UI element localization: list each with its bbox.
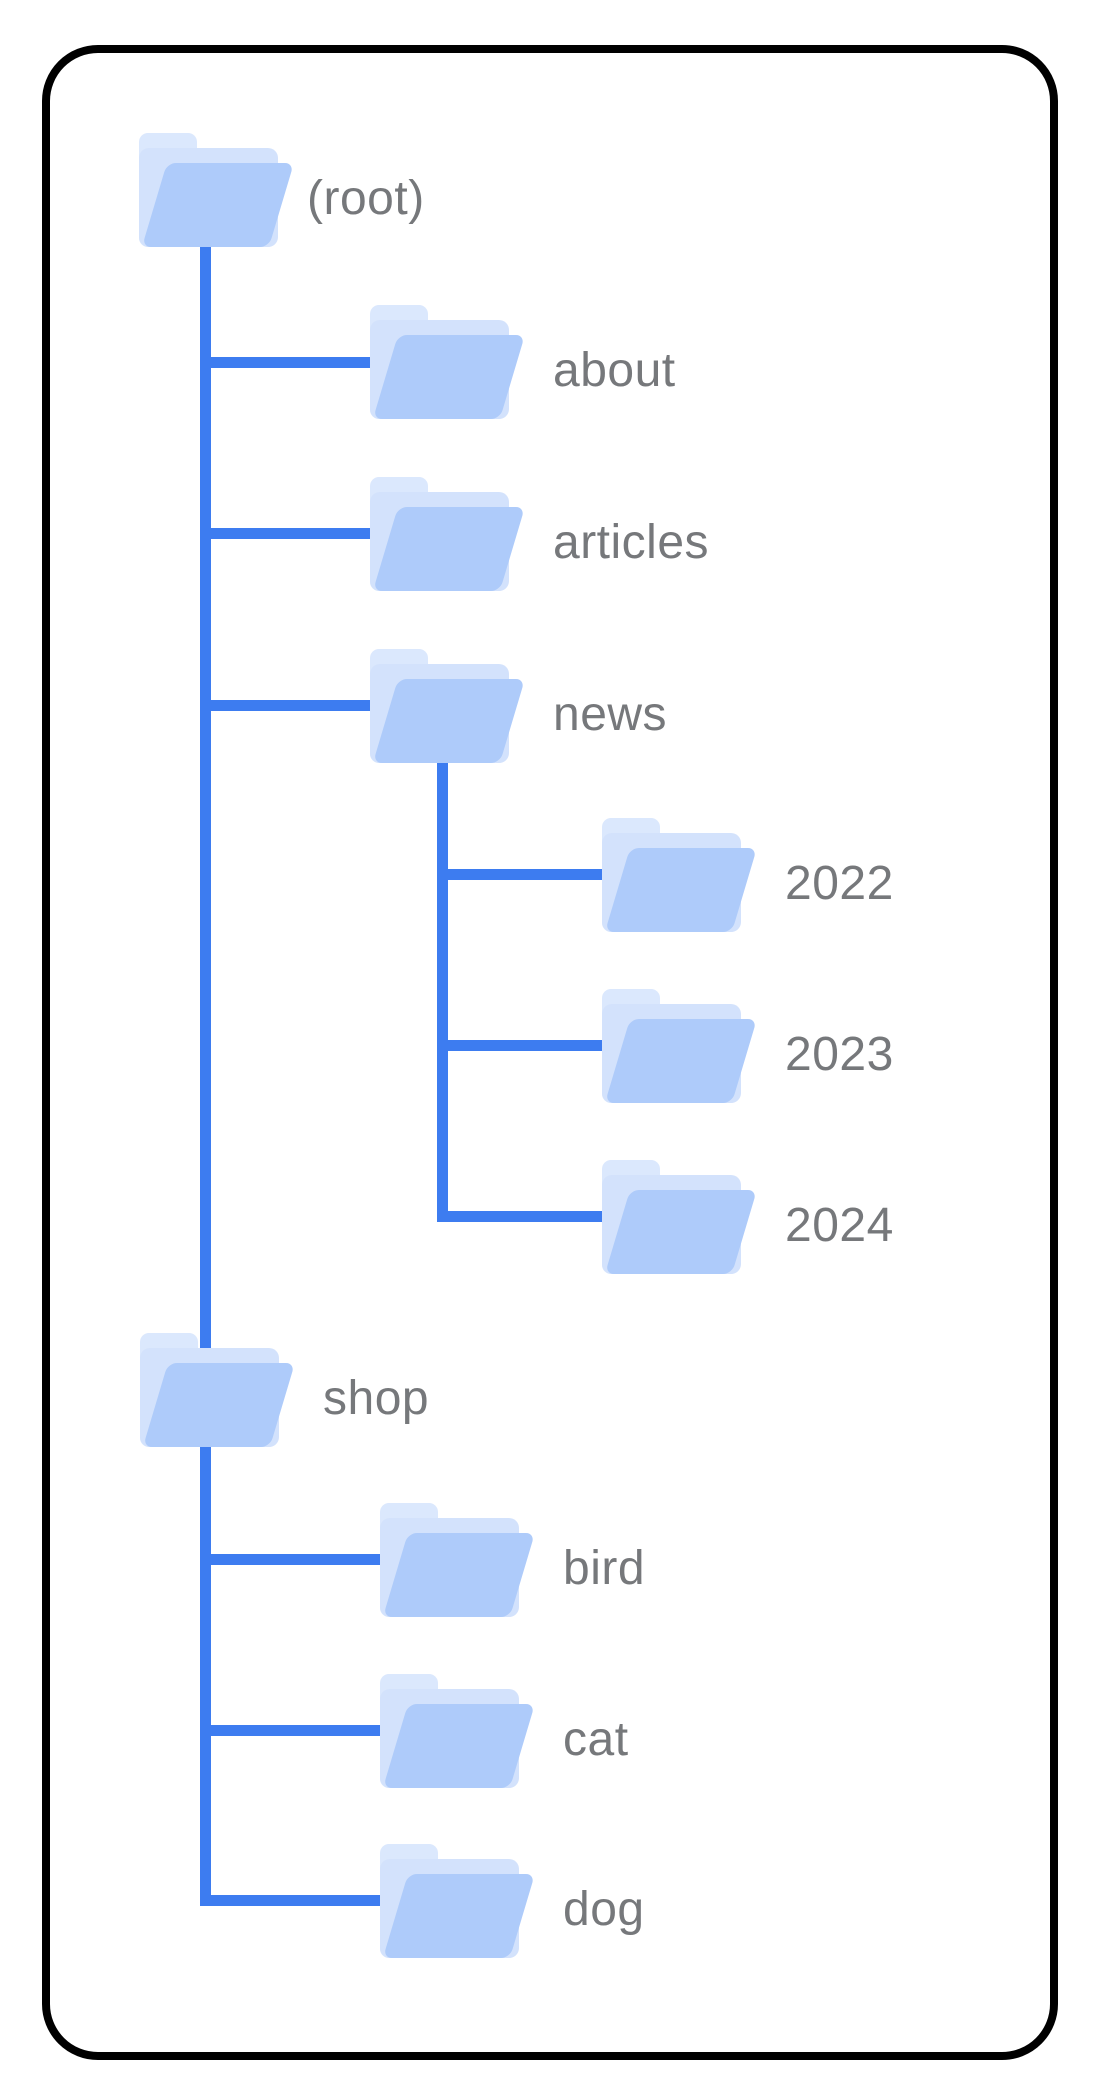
folder-icon [380,1503,533,1617]
folder-label-cat: cat [563,1713,629,1766]
folder-label-shop: shop [323,1372,430,1425]
connector-branch-cat [200,1725,390,1736]
connector-branch-dog [200,1895,390,1906]
folder-label-dog: dog [563,1883,645,1936]
connector-branch-2024 [437,1211,612,1222]
tree-node-shop: shop [140,1333,429,1447]
folder-icon [602,989,755,1103]
connector-branch-bird [200,1554,390,1565]
tree-node-about: about [370,305,675,419]
folder-icon [140,1333,293,1447]
connector-news-trunk [437,757,448,1222]
folder-icon [139,133,292,247]
tree-node-news: news [370,649,667,763]
folder-label-bird: bird [563,1542,646,1595]
tree-node-root: (root) [139,133,424,247]
connector-branch-news [200,700,380,711]
tree-node-bird: bird [380,1503,645,1617]
folder-icon [380,1844,533,1958]
folder-icon [370,649,523,763]
folder-label-2024: 2024 [785,1199,894,1252]
folder-label-2023: 2023 [785,1028,894,1081]
diagram-card [42,45,1058,2060]
tree-node-2023: 2023 [602,989,893,1103]
connector-root-trunk [200,240,211,1906]
folder-icon [602,1160,755,1274]
tree-node-cat: cat [380,1674,628,1788]
connector-branch-about [200,357,380,368]
folder-label-2022: 2022 [785,857,894,910]
folder-label-about: about [553,344,676,397]
tree-node-dog: dog [380,1844,644,1958]
tree-node-2024: 2024 [602,1160,893,1274]
folder-label-root: (root) [307,172,425,225]
folder-icon [380,1674,533,1788]
folder-icon [370,477,523,591]
connector-branch-2023 [437,1040,612,1051]
tree-node-2022: 2022 [602,818,893,932]
folder-label-news: news [553,688,668,741]
folder-label-articles: articles [553,516,710,569]
connector-branch-2022 [437,869,612,880]
connector-branch-articles [200,528,380,539]
folder-icon [602,818,755,932]
folder-icon [370,305,523,419]
tree-node-articles: articles [370,477,709,591]
